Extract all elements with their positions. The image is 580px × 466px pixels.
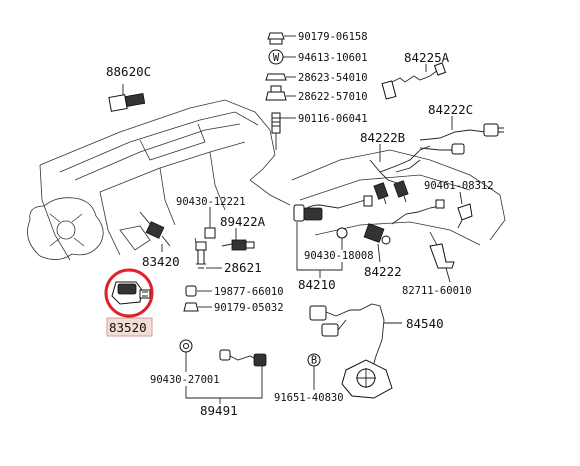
label-19877-66010[interactable]: 19877-66010	[214, 286, 284, 298]
part-83420-sketch	[139, 211, 171, 247]
part-84540-sketch	[309, 303, 385, 371]
highlight-circle-83520	[104, 268, 154, 318]
part-82711-sketch	[429, 243, 455, 269]
part-labels: 88620C 90179-06158 94613-10601 28623-540…	[106, 31, 494, 418]
label-90116-06041[interactable]: 90116-06041	[298, 113, 368, 125]
label-83420[interactable]: 83420	[142, 254, 180, 269]
part-89491-sketch	[179, 339, 267, 367]
label-28621[interactable]: 28621	[224, 260, 262, 275]
label-90179-06158[interactable]: 90179-06158	[298, 31, 368, 43]
part-28621-sketch	[195, 241, 207, 269]
label-83520[interactable]: 83520	[109, 320, 147, 335]
highlight-box-83520	[106, 317, 153, 337]
label-84210[interactable]: 84210	[298, 277, 336, 292]
label-90179-05032[interactable]: 90179-05032	[214, 302, 284, 314]
fastener-stack-sketch: W	[265, 32, 287, 150]
washer-w-marker: W	[273, 52, 280, 64]
label-84222[interactable]: 84222	[364, 264, 402, 279]
part-84210-sketch	[293, 195, 373, 244]
label-89422a[interactable]: 89422A	[220, 214, 266, 229]
part-89422a-sketch	[204, 227, 255, 251]
label-28623-54010[interactable]: 28623-54010	[298, 72, 368, 84]
label-90430-18008[interactable]: 90430-18008	[304, 250, 374, 262]
part-84222c-sketch	[419, 123, 504, 155]
bolt-b-marker: B	[311, 355, 317, 367]
label-84540[interactable]: 84540	[406, 316, 444, 331]
part-84222b-sketch	[369, 145, 431, 205]
part-91651-sketch: B	[307, 353, 393, 399]
label-84225a[interactable]: 84225A	[404, 50, 450, 65]
leader-lines	[127, 35, 463, 404]
label-90430-27001[interactable]: 90430-27001	[150, 374, 220, 386]
part-84225a-sketch	[381, 62, 447, 100]
label-90461-08312[interactable]: 90461-08312	[424, 180, 494, 192]
label-82711-60010[interactable]: 82711-60010	[402, 285, 472, 297]
label-84222b[interactable]: 84222B	[360, 130, 405, 145]
small-fasteners-sketch	[183, 285, 199, 312]
label-91651-40830[interactable]: 91651-40830	[274, 392, 344, 404]
label-88620c[interactable]: 88620C	[106, 64, 151, 79]
label-28622-57010[interactable]: 28622-57010	[298, 91, 368, 103]
part-83520-sketch	[111, 281, 151, 305]
label-94613-10601[interactable]: 94613-10601	[298, 52, 368, 64]
label-89491[interactable]: 89491	[200, 403, 238, 418]
label-84222c[interactable]: 84222C	[428, 102, 473, 117]
part-88620c-sketch	[108, 84, 146, 112]
label-90430-12221[interactable]: 90430-12221	[176, 196, 246, 208]
part-90461-84222-sketch	[363, 199, 473, 245]
